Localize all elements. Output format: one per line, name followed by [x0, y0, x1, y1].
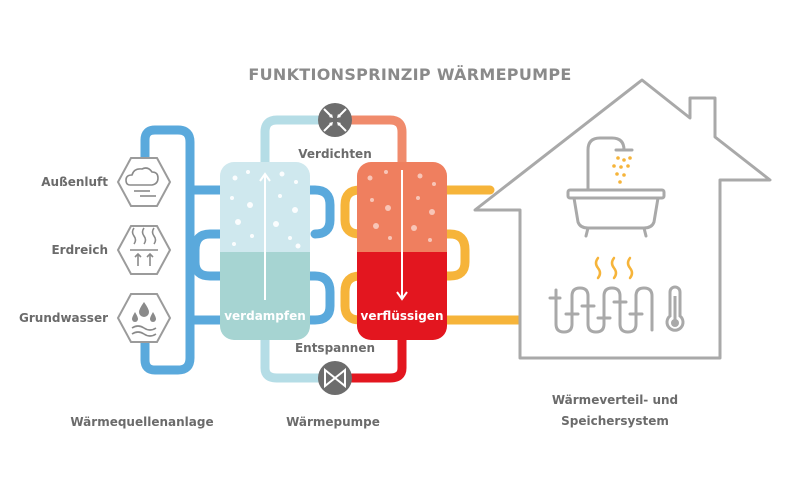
- source-circuit-pipe: [140, 125, 195, 375]
- section-source-label: Wärmequellenanlage: [70, 415, 213, 429]
- source-air-hex: [116, 157, 172, 207]
- condenser-tank: verflüssigen: [357, 162, 447, 340]
- section-pump-label: Wärmepumpe: [286, 415, 380, 429]
- page-title: FUNKTIONSPRINZIP WÄRMEPUMPE: [248, 65, 571, 84]
- floor-heating-icon: [548, 286, 654, 334]
- condense-label: verflüssigen: [361, 309, 444, 323]
- evaporate-label: verdampfen: [224, 309, 306, 323]
- bathtub-icon: [566, 136, 666, 238]
- evaporator-tank: verdampfen: [220, 162, 310, 340]
- suction-line: [260, 115, 323, 170]
- source-ground-label: Erdreich: [51, 243, 108, 257]
- house-outline: [473, 78, 772, 360]
- compress-label: Verdichten: [298, 147, 371, 161]
- section-distribution-label-1: Wärmeverteil- und: [552, 393, 678, 407]
- source-water-label: Grundwasser: [19, 311, 108, 325]
- ground-heat-icon: [130, 227, 158, 266]
- expansion-valve-icon: [318, 361, 352, 395]
- evaporator-coil-pipe: [185, 185, 335, 325]
- source-ground-hex: [116, 225, 172, 275]
- pressure-line: [347, 115, 407, 170]
- heating-circuit-pipe: [340, 185, 535, 325]
- source-water-hex: [116, 293, 172, 343]
- expansion-line: [260, 335, 323, 383]
- water-drops-icon: [132, 302, 156, 322]
- section-distribution-label-2: Speichersystem: [561, 414, 669, 428]
- compressor-icon: [318, 103, 352, 137]
- water-spray-icon: [612, 156, 632, 184]
- heat-waves-icon: [594, 256, 634, 280]
- expand-label: Entspannen: [295, 341, 375, 355]
- source-air-label: Außenluft: [41, 175, 108, 189]
- cloud-wind-icon: [125, 167, 159, 197]
- liquid-line: [347, 335, 407, 383]
- thermometer-icon: [665, 285, 685, 332]
